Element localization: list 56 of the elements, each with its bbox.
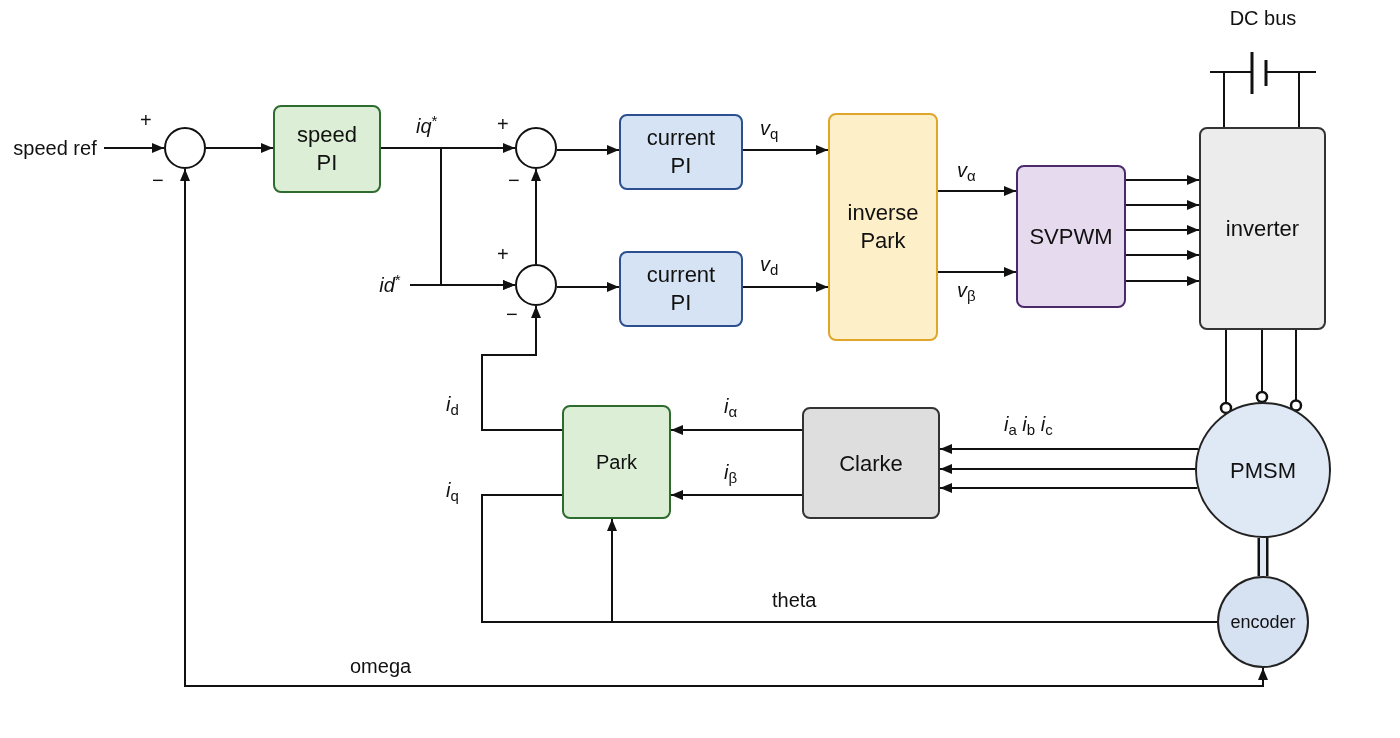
edge-label: iq$^{*}$ <box>414 116 440 136</box>
arrow <box>742 282 829 292</box>
edge-label: theta <box>770 590 819 610</box>
block-label: encoder <box>1230 610 1296 634</box>
arrow <box>939 444 1200 454</box>
arrow <box>1125 200 1200 210</box>
dc-bus <box>1208 8 1318 96</box>
controller-block <box>619 114 743 190</box>
controller-block <box>273 105 381 193</box>
arrow <box>937 186 1017 196</box>
block-label: PMSM <box>1230 456 1296 485</box>
arrow <box>1125 225 1200 235</box>
arrow <box>670 425 803 435</box>
sign-label: − <box>508 170 520 190</box>
edge-label: i$_{α}$ <box>722 396 740 416</box>
modulator-block <box>1016 165 1126 308</box>
shaft-connector <box>1257 538 1269 576</box>
edge-label: i$_{d}$ <box>444 394 461 414</box>
arrow <box>531 168 541 265</box>
block-label: inverter <box>1225 215 1300 243</box>
transform-block <box>828 113 938 341</box>
sign-label: − <box>152 170 164 190</box>
summing-junction <box>515 127 557 169</box>
arrow <box>103 143 165 153</box>
arrow <box>409 280 516 290</box>
block-label: speed PI <box>296 121 358 177</box>
arrow <box>939 464 1196 474</box>
block-label: current PI <box>645 261 717 317</box>
sign-label: + <box>140 110 152 130</box>
block-label: Clarke <box>839 449 903 478</box>
arrow <box>1125 175 1200 185</box>
arrow <box>180 168 1268 687</box>
arrow <box>937 267 1017 277</box>
block-label: id$^{*}$ <box>379 275 401 295</box>
arrow <box>1125 250 1200 260</box>
block-label: SVPWM <box>1029 223 1113 251</box>
edge-label: i$_{a}$ i$_{b}$ i$_{c}$ <box>1002 414 1055 434</box>
block-label: DC bus <box>1229 8 1297 28</box>
summing-junction <box>515 264 557 306</box>
sign-label: + <box>497 114 509 134</box>
arrow <box>670 490 803 500</box>
block-label: inverse Park <box>846 199 920 255</box>
inverter-block <box>1199 127 1326 330</box>
arrow <box>205 143 274 153</box>
summing-junction <box>164 127 206 169</box>
transform-block <box>562 405 671 519</box>
transform-block <box>802 407 940 519</box>
sign-label: + <box>497 244 509 264</box>
block-label: current PI <box>645 124 717 180</box>
arrow <box>1125 276 1200 286</box>
block-label: Park <box>595 450 638 475</box>
sign-label: − <box>506 304 518 324</box>
controller-block <box>619 251 743 327</box>
arrow <box>481 305 563 431</box>
block-label: speed ref <box>13 138 97 158</box>
arrow <box>742 145 829 155</box>
